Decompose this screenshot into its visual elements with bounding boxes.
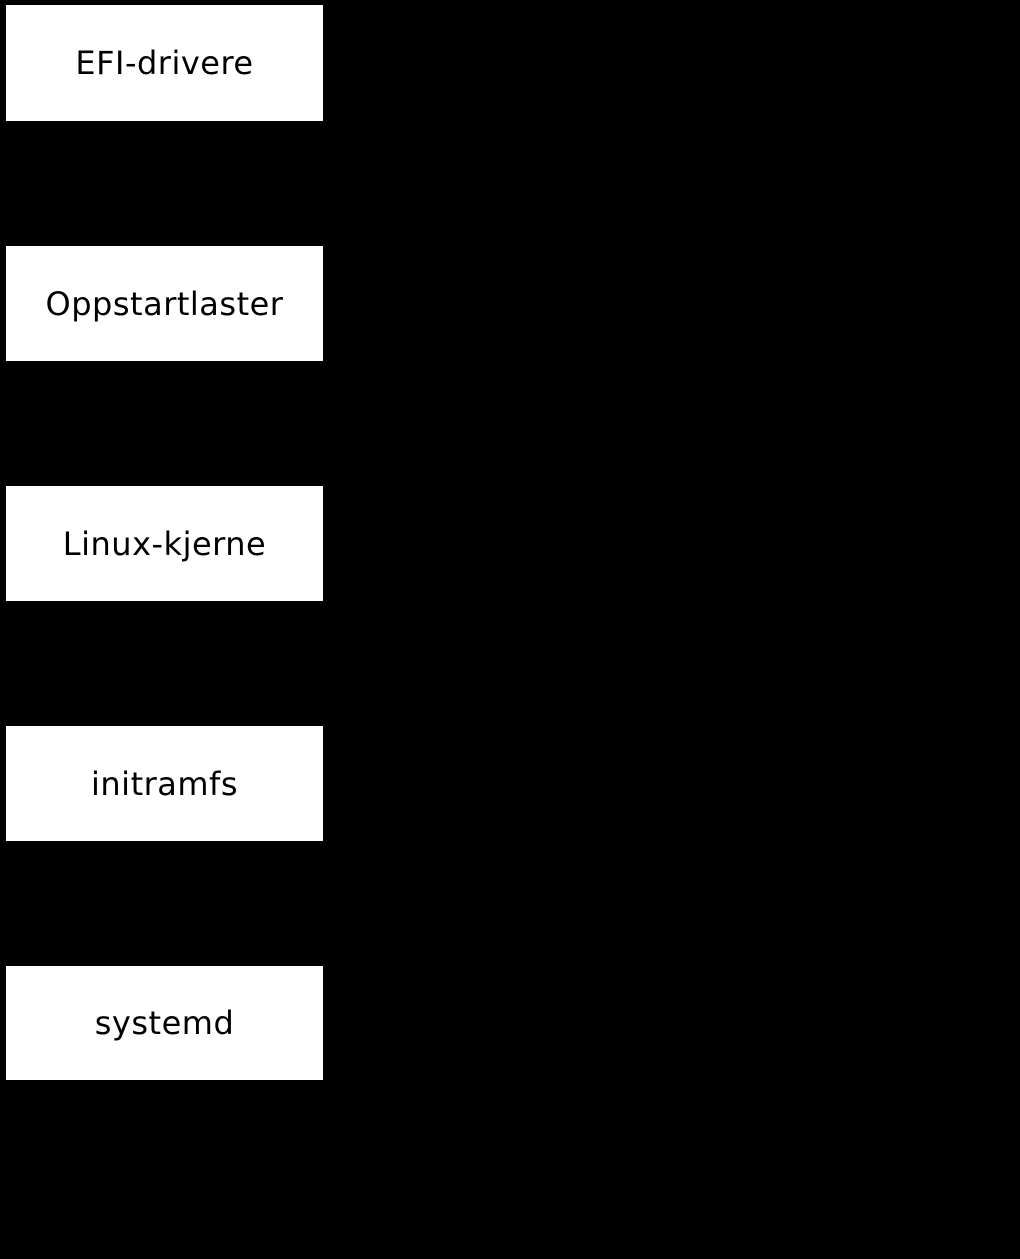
- flow-box-efi-drivere: EFI-drivere: [6, 5, 323, 121]
- flow-box-label: EFI-drivere: [75, 44, 254, 82]
- flow-box-linux-kjerne: Linux-kjerne: [6, 486, 323, 601]
- flow-box-oppstartlaster: Oppstartlaster: [6, 246, 323, 361]
- flow-box-label: Linux-kjerne: [62, 524, 267, 563]
- flow-box-systemd: systemd: [6, 966, 323, 1080]
- flow-box-label: systemd: [94, 1004, 235, 1042]
- flow-box-initramfs: initramfs: [6, 726, 323, 841]
- flow-box-label: initramfs: [91, 764, 238, 803]
- flow-box-label: Oppstartlaster: [45, 284, 284, 323]
